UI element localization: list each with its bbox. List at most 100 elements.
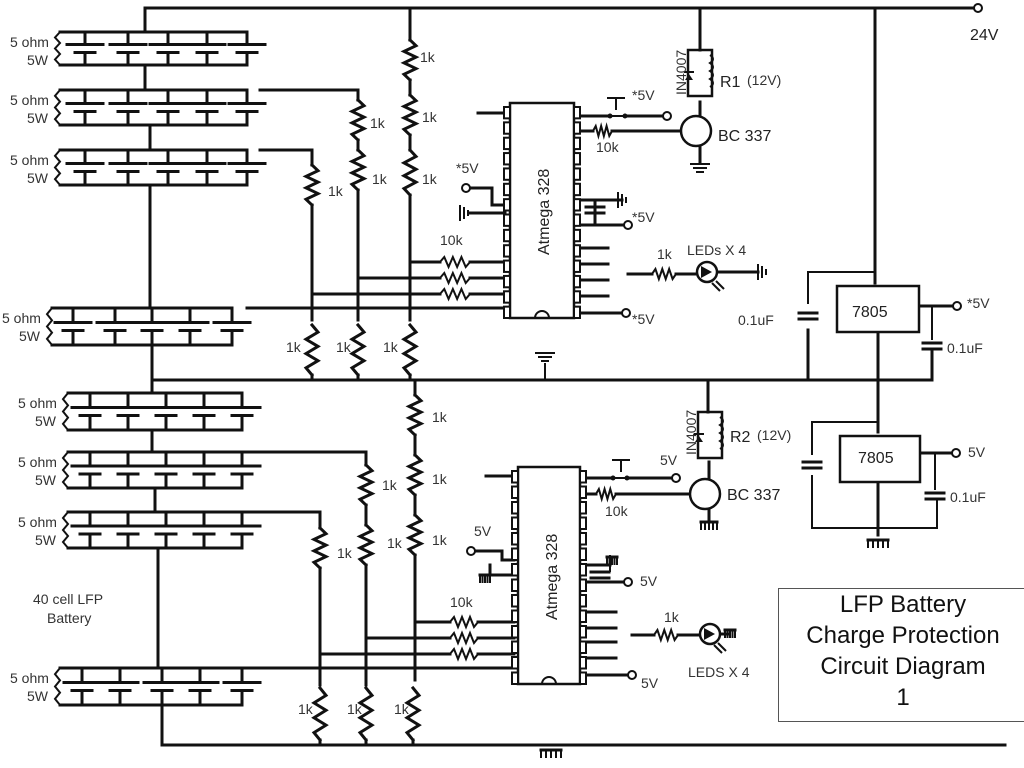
balance-resistor-label: 5 ohm (18, 514, 57, 530)
balance-resistor-rating: 5W (27, 170, 49, 186)
pulldown-resistor-icon (357, 685, 375, 743)
mcu-pin-right (579, 563, 587, 577)
divider-resistor-icon (400, 92, 420, 138)
divider-resistor-icon (405, 452, 425, 498)
terminal-icon (952, 301, 962, 311)
mcu-pin-right (579, 625, 587, 639)
regulator-upper-label: 7805 (852, 304, 888, 321)
divider-resistor-icon-label: 1k (370, 115, 386, 131)
mcu-pin-left (503, 259, 511, 273)
balance-resistor-rating: 5W (27, 110, 49, 126)
leds-lower-label: LEDS X 4 (688, 664, 750, 680)
input-resistor-icon (449, 646, 479, 662)
battery-label-2: Battery (47, 610, 91, 626)
regulator-lower (838, 434, 922, 484)
mcu-pin-right (573, 213, 581, 227)
pulldown-resistor-icon-label: 1k (383, 339, 399, 355)
divider-resistor-icon (405, 512, 425, 558)
relay-coil-icon (708, 54, 714, 88)
mcu-pin-left (511, 532, 519, 546)
led-resistor-icon (651, 265, 677, 283)
mcu-pin-right (573, 167, 581, 181)
pulldown-resistor-icon (311, 685, 329, 743)
input-resistor-icon (449, 614, 479, 630)
pulldown-resistor-icon-label: 1k (336, 339, 352, 355)
mcu-pin-right (573, 274, 581, 289)
vcc-reset-upper: *5V (456, 160, 479, 176)
divider-resistor-icon (400, 147, 420, 198)
relay-r1-label: R1 (720, 74, 741, 91)
divider-resistor-icon-label: 1k (432, 471, 448, 487)
mcu-pin-left (503, 106, 511, 120)
mcu-pin-left (511, 609, 519, 623)
switch-contact (607, 113, 613, 119)
title-line-1: LFP Battery (839, 591, 967, 618)
mcu-pin-right (579, 640, 587, 654)
title-line-2: Charge Protection (806, 622, 1000, 649)
mcu-pin-left (503, 228, 511, 243)
wire (258, 148, 314, 167)
pulldown-resistor-icon-label: 1k (298, 701, 314, 717)
led-diode-glyph (701, 266, 712, 278)
base-resistor-icon (592, 122, 613, 140)
input-resistor-icon (439, 254, 471, 270)
divider-resistor-icon (310, 525, 330, 571)
mcu-pin-left (511, 547, 519, 561)
input-resistor-icon (449, 630, 479, 646)
balance-resistor-rating: 5W (35, 413, 57, 429)
wire (811, 421, 878, 455)
title-line-3: Circuit Diagram (820, 653, 986, 680)
divider-resistor-icon (348, 147, 368, 193)
wire (240, 450, 368, 467)
diode-icon (695, 436, 703, 442)
divider-resistor-icon-label: 1k (420, 49, 436, 65)
mcu-notch (541, 676, 557, 685)
transistor-lower-label: BC 337 (727, 487, 780, 504)
mcu-pin-left (503, 182, 511, 197)
mcu-pin-left (511, 563, 519, 577)
mcu-pin-right (573, 136, 581, 151)
balance-resistor-label: 5 ohm (18, 454, 57, 470)
mcu-pin-right (573, 182, 581, 197)
cap-out-upper-label: 0.1uF (947, 340, 983, 356)
mcu-pin-left (503, 213, 511, 227)
input-resistor-icon (439, 286, 471, 302)
vcc-pin-upper: *5V (632, 311, 655, 327)
terminal-icon (662, 111, 672, 121)
divider-resistor-icon-label: 1k (432, 409, 448, 425)
title-line-4: 1 (896, 684, 910, 711)
led-light-arrow (711, 282, 721, 292)
diode-icon (685, 74, 693, 80)
balance-resistor-label: 5 ohm (2, 310, 41, 326)
divider-resistor-icon (348, 97, 368, 143)
relay-coil-icon (718, 416, 724, 450)
vcc-avcc-upper: *5V (632, 209, 655, 225)
divider-resistor-icon (400, 37, 420, 83)
balance-resistor-icon (61, 392, 70, 431)
regulator-upper (835, 284, 921, 334)
mcu-pin-left (503, 152, 511, 166)
pulldown-resistor-icon (401, 322, 419, 378)
divider-resistor-icon (356, 522, 376, 568)
balance-resistor-icon (45, 307, 54, 346)
terminal-icon (973, 3, 983, 13)
led-diode-glyph (704, 628, 715, 640)
divider-resistor-icon (302, 162, 322, 208)
transistor-icon (688, 477, 722, 511)
balance-resistor-icon (61, 511, 70, 549)
divider-resistor-icon (356, 462, 376, 508)
terminal-icon (671, 473, 681, 483)
mcu-pin-right (573, 228, 581, 243)
balance-resistor-rating: 5W (35, 532, 57, 548)
supply-label: 24V (970, 27, 999, 44)
mcu-pin-left (503, 121, 511, 135)
relay-r2-label: R2 (730, 429, 751, 446)
mcu-pin-right (579, 470, 587, 484)
mcu-upper-label: Atmega 328 (536, 169, 553, 255)
base-resistor-lower-label: 10k (605, 503, 629, 519)
balance-resistor-icon (61, 451, 70, 489)
balance-resistor-icon (53, 667, 62, 706)
balance-resistor-label: 5 ohm (10, 92, 49, 108)
reg-out-upper-label: *5V (967, 295, 990, 311)
terminal-icon (466, 546, 476, 556)
